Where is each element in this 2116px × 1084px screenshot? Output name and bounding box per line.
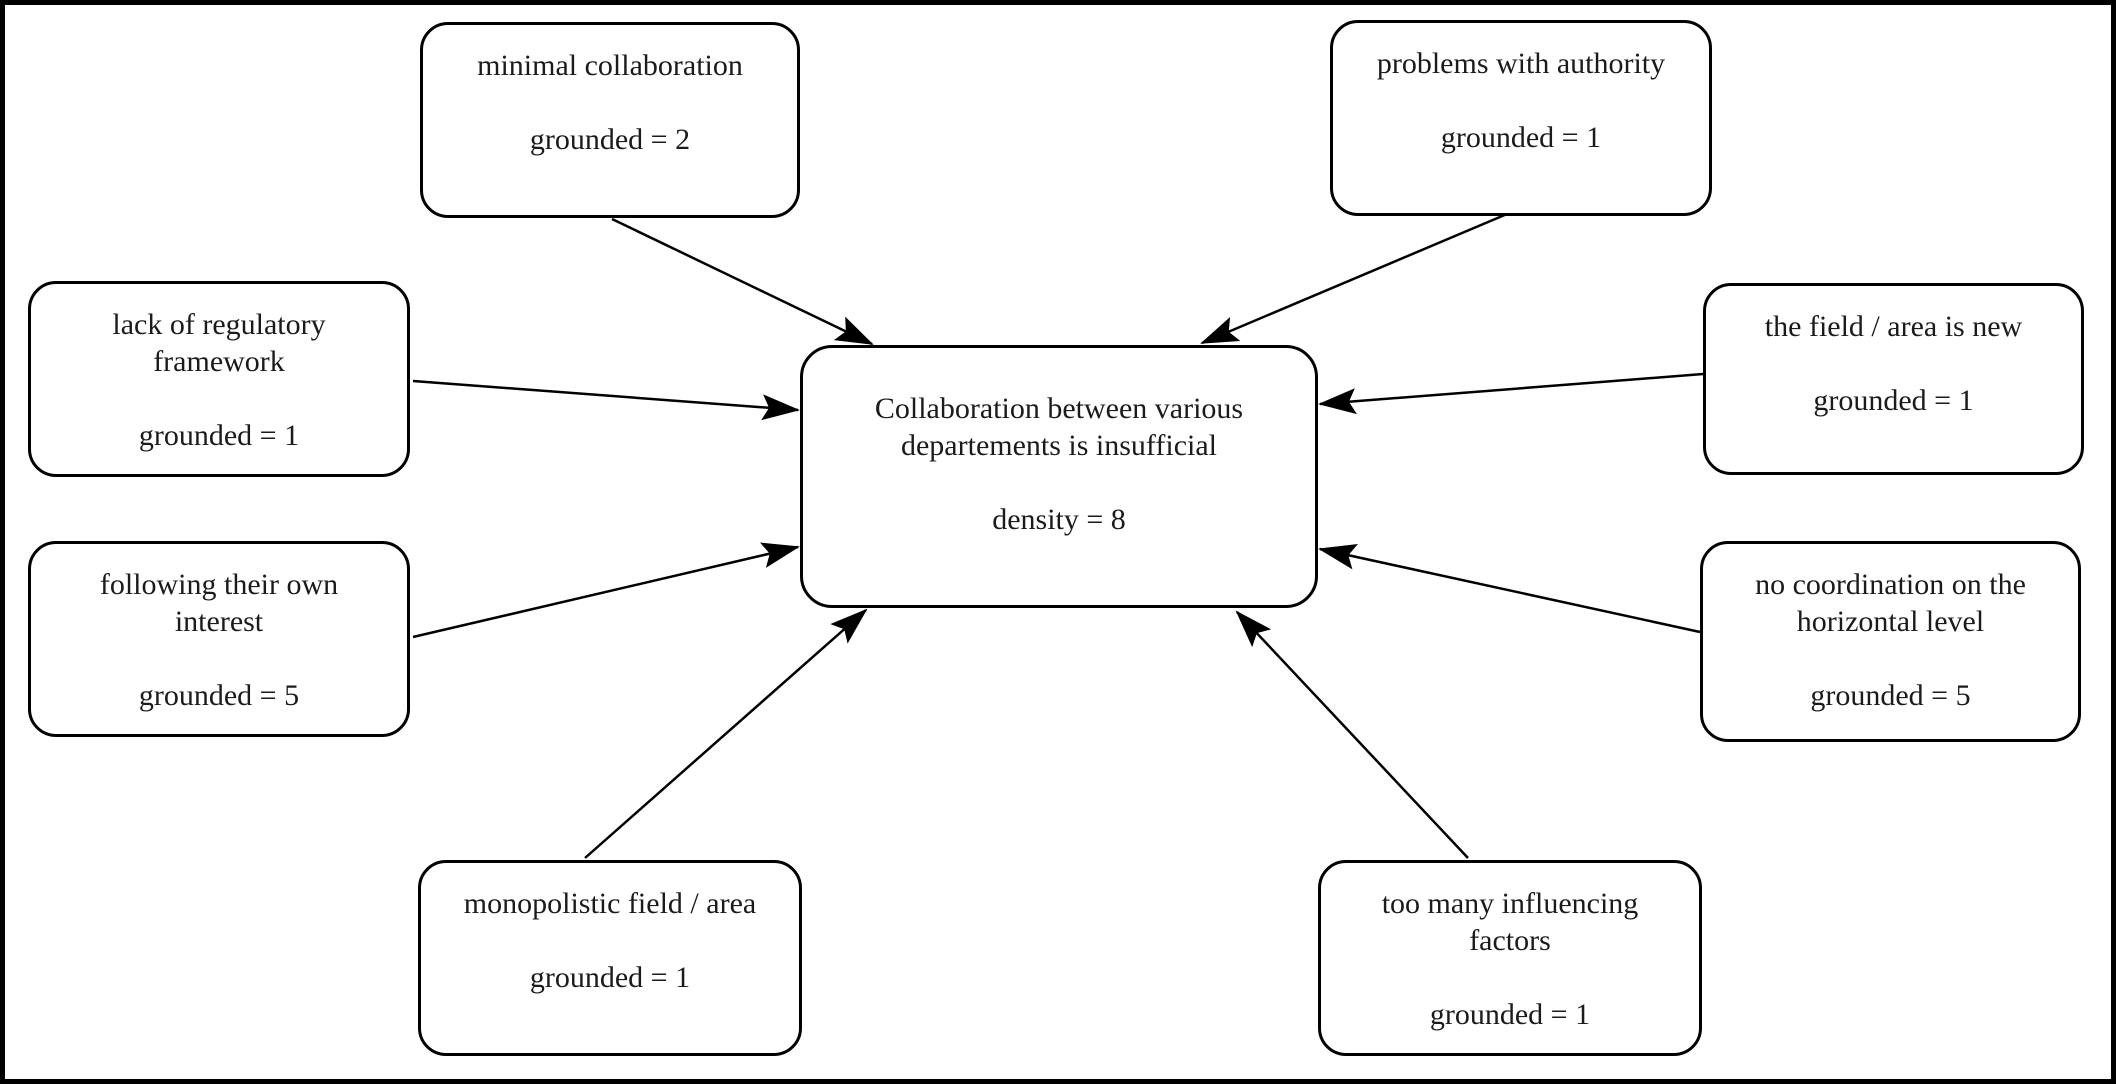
node-label: following their own interest: [99, 568, 339, 638]
node-too-many-influencing-factors: too many influencing factors grounded = …: [1318, 860, 1702, 1056]
node-label: problems with authority: [1376, 47, 1666, 80]
node-grounded-value: grounded = 2: [529, 123, 691, 156]
node-following-their-own-interest: following their own interest grounded = …: [28, 541, 410, 737]
node-the-field-area-is-new: the field / area is new grounded = 1: [1703, 283, 2084, 475]
node-label: lack of regulatory framework: [112, 308, 326, 378]
node-density-value: density = 8: [992, 503, 1126, 536]
arrow-lack-of-regulatory-framework-to-center: [412, 379, 800, 421]
arrow-following-their-own-interest-to-center: [412, 542, 800, 639]
node-problems-with-authority: problems with authority grounded = 1: [1330, 20, 1712, 216]
arrow-too-many-influencing-factors-to-center: [1235, 610, 1469, 859]
node-grounded-value: grounded = 1: [529, 961, 691, 994]
node-grounded-value: grounded = 5: [1810, 679, 1971, 712]
node-label: too many influencing factors: [1381, 887, 1639, 957]
node-central-collaboration-insufficient: Collaboration between various departemen…: [800, 345, 1318, 608]
node-minimal-collaboration: minimal collaboration grounded = 2: [420, 22, 800, 218]
arrow-problems-with-authority-to-center: [1200, 212, 1508, 345]
node-label: Collaboration between various departemen…: [874, 392, 1244, 462]
node-label: monopolistic field / area: [463, 887, 757, 920]
node-grounded-value: grounded = 5: [138, 679, 300, 712]
arrow-the-field-area-is-new-to-center: [1318, 372, 1704, 415]
node-grounded-value: grounded = 1: [1429, 998, 1591, 1031]
arrow-no-coordination-horizontal-to-center: [1318, 543, 1701, 634]
node-lack-of-regulatory-framework: lack of regulatory framework grounded = …: [28, 281, 410, 477]
node-grounded-value: grounded = 1: [1440, 121, 1602, 154]
node-label: the field / area is new: [1764, 310, 2023, 343]
node-no-coordination-horizontal: no coordination on the horizontal level …: [1700, 541, 2081, 742]
arrow-monopolistic-field-area-to-center: [584, 608, 868, 859]
node-monopolistic-field-area: monopolistic field / area grounded = 1: [418, 860, 802, 1056]
node-grounded-value: grounded = 1: [138, 419, 300, 452]
node-label: minimal collaboration: [477, 49, 743, 82]
node-grounded-value: grounded = 1: [1813, 384, 1974, 417]
arrow-minimal-collaboration-to-center: [611, 217, 874, 346]
node-label: no coordination on the horizontal level: [1755, 568, 2026, 638]
